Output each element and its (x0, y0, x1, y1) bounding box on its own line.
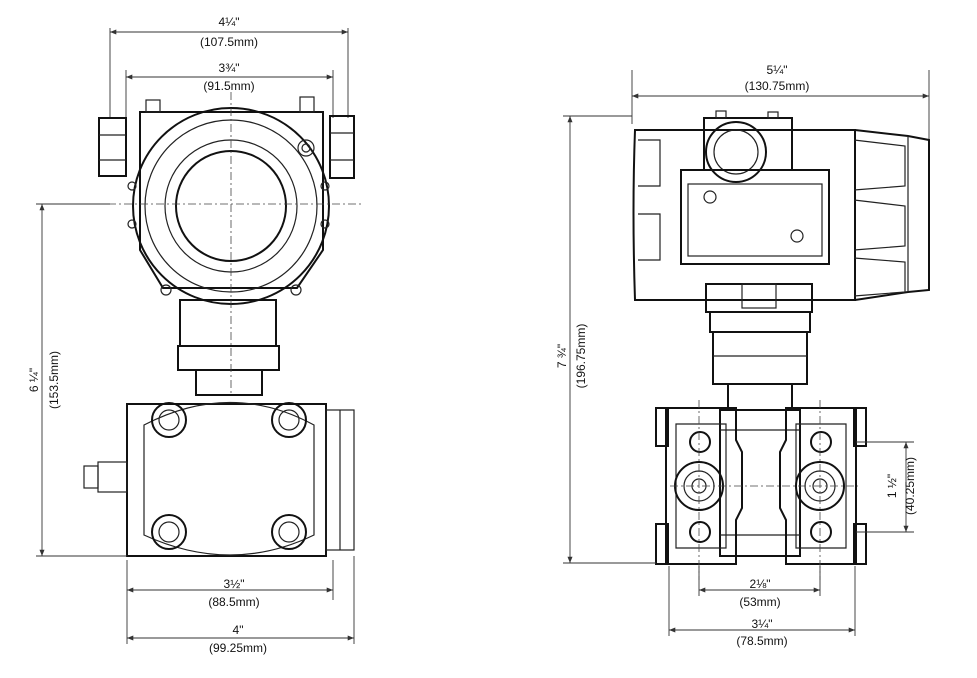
left-bottom-overall-dimension (126, 556, 355, 644)
left-bottom-overall-metric: (99.25mm) (209, 641, 267, 655)
left-top-overall-metric: (107.5mm) (200, 35, 258, 49)
left-top-overall-imperial: 4¼" (219, 15, 240, 29)
left-bottom-inner-imperial: 3½" (224, 577, 245, 591)
right-view (563, 70, 930, 636)
right-port-spacing-h-metric: (53mm) (739, 595, 780, 609)
right-port-spacing-h-imperial: 2⅛" (750, 577, 771, 591)
left-housing (98, 96, 355, 305)
left-height-imperial: 6 ¼" (27, 368, 41, 392)
right-bottom-width-metric: (78.5mm) (736, 634, 787, 648)
left-top-inner-dimension (125, 70, 334, 118)
left-top-inner-metric: (91.5mm) (203, 79, 254, 93)
right-bottom-width-imperial: 3¼" (752, 617, 773, 631)
right-bottom-width-dimension (668, 566, 856, 636)
left-flange (83, 401, 355, 557)
left-height-dimension (36, 203, 127, 557)
left-top-inner-imperial: 3¾" (219, 61, 240, 75)
left-bottom-overall-imperial: 4" (233, 623, 244, 637)
right-housing (632, 110, 930, 301)
right-port-spacing-v-dimension (856, 441, 914, 533)
right-height-imperial: 7 ¾" (555, 344, 569, 368)
right-port-spacing-h-dimension (698, 566, 821, 596)
right-top-width-imperial: 5¼" (767, 63, 788, 77)
right-port-spacing-v-metric: (40.25mm) (903, 457, 917, 515)
left-bottom-inner-metric: (88.5mm) (208, 595, 259, 609)
left-view (36, 28, 362, 644)
right-top-width-metric: (130.75mm) (745, 79, 810, 93)
right-neck (705, 283, 813, 411)
left-bottom-inner-dimension (126, 560, 334, 600)
left-height-metric: (153.5mm) (47, 351, 61, 409)
left-top-overall-dimension (109, 28, 349, 118)
right-height-dimension (563, 115, 656, 564)
left-neck (177, 299, 280, 396)
right-height-metric: (196.75mm) (574, 324, 588, 389)
left-flange-bolts (151, 402, 307, 550)
right-top-width-dimension (631, 70, 930, 140)
right-flange (655, 407, 867, 565)
right-port-spacing-v-imperial: 1 ½" (885, 474, 899, 498)
